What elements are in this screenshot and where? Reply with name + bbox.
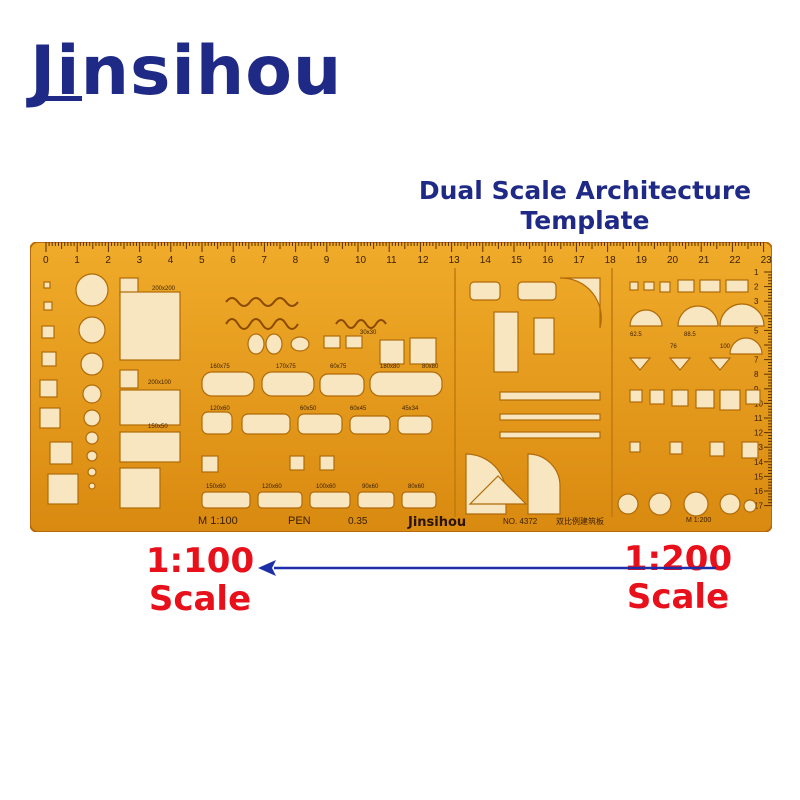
dim-label: 60x45 [350, 406, 367, 412]
brand-logo: Jinsihou [30, 32, 343, 111]
left-scale-callout: 1:100 Scale [140, 542, 260, 618]
dim-label: 120x60 [210, 406, 230, 412]
headline-line-1: Dual Scale Architecture [418, 176, 752, 205]
dim-label: 100x60 [316, 484, 336, 490]
small-square-stencils-right [629, 279, 761, 459]
door-stencils [465, 277, 602, 515]
ruler-number: 9 [754, 385, 759, 394]
ruler-number: 12 [417, 255, 429, 266]
ruler-number: 16 [754, 487, 763, 496]
dim-label: 120x60 [262, 484, 282, 490]
ruler-number: 17 [754, 502, 763, 511]
scale-ratio-200: 1:200 [623, 539, 733, 579]
ruler-number: 23 [761, 255, 772, 266]
ruler-number: 1 [74, 255, 80, 266]
dim-label: 60x50 [300, 406, 317, 412]
dim-label: 180x80 [380, 364, 400, 370]
rectangle-stencils [119, 277, 181, 509]
ruler-number: 21 [698, 255, 710, 266]
ruler-number: 14 [480, 255, 492, 266]
dim-label: 200x100 [148, 380, 172, 386]
dim-label: 80x60 [408, 484, 425, 490]
brand-imprint: Jinsihou [407, 515, 466, 530]
dim-label: 60x75 [330, 364, 347, 370]
dim-label: 45x34 [402, 406, 419, 412]
product-name-chinese: 双比例建筑板 [556, 516, 604, 526]
pen-size-marking: 0.35 [348, 516, 368, 527]
ruler-number: 4 [168, 255, 174, 266]
ruler-number: 1 [754, 268, 759, 277]
arrow-head-icon [258, 560, 276, 576]
product-headline: Dual Scale Architecture Template [380, 176, 790, 236]
dim-label: 150x60 [206, 484, 226, 490]
scale-arrow [258, 560, 716, 576]
ruler-number: 16 [542, 255, 554, 266]
headline-line-2: Template [520, 206, 650, 235]
ruler-number: 11 [386, 255, 397, 266]
ruler-number: 3 [137, 255, 143, 266]
wave-stencil [225, 297, 299, 307]
ruler-number: 2 [105, 255, 111, 266]
ruler-number: 5 [199, 255, 205, 266]
ruler-number: 0 [43, 255, 49, 266]
scale-marking-200: M 1:200 [686, 517, 711, 524]
model-number: NO. 4372 [503, 517, 538, 526]
ruler-number: 12 [754, 429, 763, 438]
dim-label: 170x75 [276, 364, 296, 370]
ruler-number: 8 [293, 255, 299, 266]
scale-word-right: Scale [626, 577, 730, 617]
ruler-number: 18 [605, 255, 617, 266]
dim-label: 76 [670, 344, 677, 350]
ruler-number: 8 [754, 370, 759, 379]
dim-label: 30x30 [360, 330, 377, 336]
ruler-number: 7 [261, 255, 267, 266]
dim-label: 200x200 [152, 286, 176, 292]
wave-stencil [225, 318, 299, 330]
furniture-stencils [201, 333, 443, 509]
ruler-number: 3 [754, 297, 759, 306]
ruler-number: 13 [449, 255, 461, 266]
scale-word-left: Scale [148, 579, 252, 619]
logo-underline [38, 96, 82, 101]
ruler-number: 9 [324, 255, 330, 266]
ruler-number: 17 [573, 255, 585, 266]
dim-label: 80x80 [422, 364, 439, 370]
dim-label: 88.5 [684, 332, 696, 338]
ruler-number: 11 [754, 414, 763, 423]
ruler-number: 10 [355, 255, 367, 266]
square-stencils-left [39, 281, 79, 505]
scale-marking-100: M 1:100 [198, 515, 238, 527]
ruler-number: 14 [754, 458, 763, 467]
dim-label: 100 [720, 344, 731, 350]
ruler-number: 6 [230, 255, 236, 266]
dim-label: 90x60 [362, 484, 379, 490]
dim-label: 62.5 [630, 332, 642, 338]
ruler-number: 7 [754, 356, 759, 365]
ruler-number: 15 [754, 472, 763, 481]
circle-stencils-right [617, 303, 765, 517]
ruler-number: 2 [754, 283, 759, 292]
dim-label: 150x50 [148, 424, 168, 430]
ruler-number: 5 [754, 326, 759, 335]
ruler-number: 15 [511, 255, 523, 266]
scale-ratio-100: 1:100 [145, 541, 255, 581]
wave-stencil [335, 319, 387, 329]
circle-stencils-left [75, 273, 109, 490]
ruler-number: 19 [636, 255, 648, 266]
ruler-number: 22 [729, 255, 741, 266]
ruler-number: 13 [754, 443, 763, 452]
pen-marking: PEN [288, 515, 311, 527]
right-scale-callout: 1:200 Scale [618, 540, 738, 616]
dim-label: 160x75 [210, 364, 230, 370]
ruler-number: 20 [667, 255, 679, 266]
